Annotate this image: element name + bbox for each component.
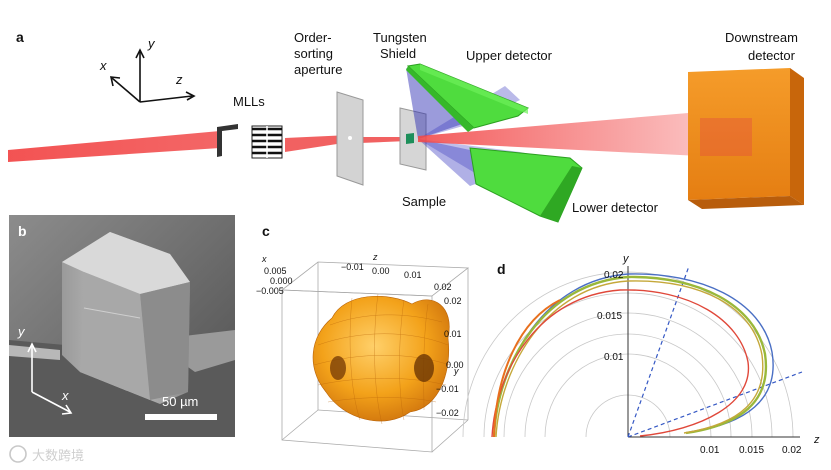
y-arrow-head [135, 48, 145, 59]
c-z-tick-0: −0.01 [341, 262, 364, 272]
sem-pillar-top [62, 232, 190, 294]
z-axis-arrow [139, 95, 193, 103]
d-z-tick-1: 0.015 [739, 445, 764, 456]
panel-b: b y x 50 µm [9, 215, 235, 437]
sem-ledge-left [9, 345, 60, 360]
tungsten-label-1: Tungsten [373, 30, 427, 45]
curve-blue [493, 273, 774, 438]
transmitted-beam [418, 112, 750, 156]
c-y-tick-1: 0.01 [444, 329, 462, 339]
d-y-tick-1: 0.015 [597, 311, 622, 322]
guide-line-lower [627, 371, 803, 438]
panel-c-surface [312, 293, 451, 425]
axis-x-label: x [99, 58, 107, 73]
downstream-detector-side [790, 68, 804, 205]
panel-b-axes [27, 342, 73, 415]
watermark-logo-icon [9, 445, 27, 463]
c-z-tick-3: 0.02 [434, 282, 452, 292]
downstream-label-1: Downstream [725, 30, 798, 45]
axes-triad [109, 48, 196, 103]
curve-orange [493, 299, 561, 438]
c-x-axis-title: x [261, 254, 267, 264]
sample-marker [406, 133, 414, 144]
panel-d: d y z 0.02 0.015 0.01 0.01 0.015 0.02 [462, 253, 820, 456]
lower-detector-side [540, 166, 582, 222]
panel-b-x-label: x [61, 388, 69, 403]
panel-a: a y x z [8, 29, 804, 223]
order-sorting-label-1: Order- [294, 30, 332, 45]
incoming-beam [8, 131, 220, 162]
sem-pillar-right [140, 282, 190, 400]
c-y-axis-title: y [453, 366, 459, 376]
sample-label: Sample [402, 194, 446, 209]
axis-z-label: z [175, 72, 183, 87]
curve-green [492, 275, 768, 438]
c-y-tick-2: 0.00 [446, 360, 464, 370]
order-sorting-label-3: aperture [294, 62, 342, 77]
x-arrow-head [109, 76, 121, 87]
d-y-axis-title: y [622, 253, 630, 265]
mll-lens-right [251, 125, 283, 159]
axis-y-label: y [147, 36, 156, 51]
guide-line-upper [627, 265, 690, 438]
downstream-label-2: detector [748, 48, 796, 63]
curve-olive [495, 280, 764, 438]
watermark: 大数跨境 [9, 445, 84, 463]
mlls-label: MLLs [233, 94, 265, 109]
focused-beam-2 [360, 137, 408, 143]
c-y-tick-0: 0.02 [444, 296, 462, 306]
c-z-axis-title: z [372, 252, 378, 262]
upper-detector-top [420, 64, 528, 114]
x-axis-arrow [111, 77, 141, 103]
c-z-tick-1: 0.00 [372, 266, 390, 276]
tungsten-label-2: Shield [380, 46, 416, 61]
d-z-axis-title: z [813, 434, 820, 446]
z-arrow-head [185, 91, 196, 101]
focused-beam-1 [285, 135, 350, 152]
c-y-tick-3: −0.01 [436, 384, 459, 394]
panel-b-y-label: y [17, 324, 26, 339]
d-z-tick-0: 0.01 [700, 445, 720, 456]
downstream-detector-bottom [688, 196, 804, 209]
d-y-tick-2: 0.01 [604, 352, 624, 363]
upper-detector-side [406, 66, 474, 132]
curve-red [491, 289, 750, 438]
watermark-text: 大数跨境 [32, 448, 84, 463]
scale-bar-label: 50 µm [162, 394, 198, 409]
d-z-tick-2: 0.02 [782, 445, 802, 456]
c-x-tick-0: 0.005 [264, 266, 287, 276]
d-y-tick-0: 0.02 [604, 270, 624, 281]
order-sorting-label-2: sorting [294, 46, 333, 61]
panel-b-letter: b [18, 223, 27, 239]
sem-pillar-seam [83, 307, 141, 319]
panel-a-letter: a [16, 29, 24, 45]
panel-c: c [256, 223, 470, 453]
lower-detector-label: Lower detector [572, 200, 659, 215]
upper-detector [406, 63, 529, 129]
aperture-hole [348, 136, 352, 140]
panel-d-letter: d [497, 261, 506, 277]
c-x-tick-1: 0.000 [270, 276, 293, 286]
c-x-tick-2: −0.005 [256, 286, 284, 296]
panel-c-letter: c [262, 223, 270, 239]
c-y-tick-4: −0.02 [436, 408, 459, 418]
mll-lens-left [217, 124, 238, 157]
sem-pillar-front [80, 272, 150, 400]
upper-detector-label: Upper detector [466, 48, 553, 63]
c-z-tick-2: 0.01 [404, 270, 422, 280]
beam-spot [700, 118, 752, 156]
downstream-detector [688, 68, 790, 200]
scale-bar [145, 414, 217, 420]
